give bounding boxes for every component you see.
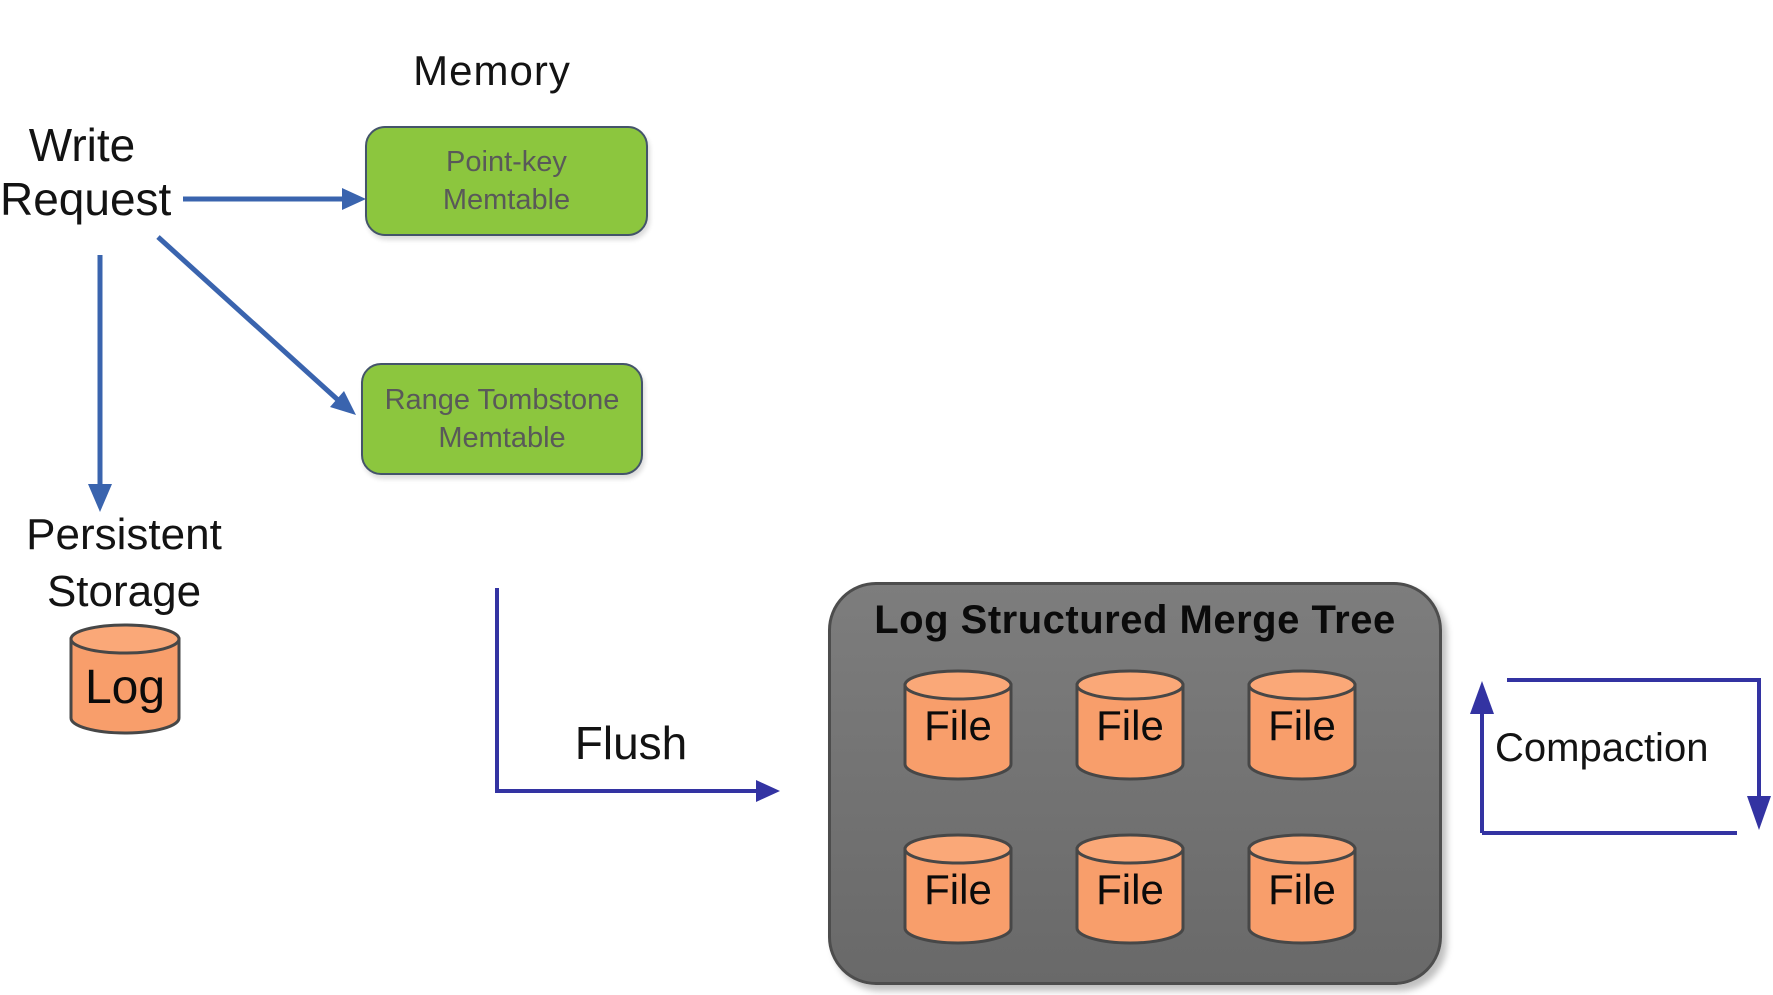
file-cylinder-icon: [903, 833, 1013, 945]
memory-region-label: Memory: [413, 47, 571, 94]
file-cylinder-icon: [1075, 669, 1185, 781]
file-cylinder: File: [902, 832, 1014, 946]
lsm-tree-title: Log Structured Merge Tree: [874, 598, 1396, 642]
file-label: File: [1268, 702, 1336, 749]
file-cylinder-icon: [1247, 669, 1357, 781]
write-request-line2: Request: [0, 173, 172, 225]
file-cylinder: File: [1074, 668, 1186, 782]
file-cylinder: File: [1074, 832, 1186, 946]
range-tombstone-line1: Range Tombstone: [384, 384, 620, 416]
log-label: Log: [84, 661, 166, 714]
pointkey-memtable-box: Point-key Memtable: [365, 126, 648, 236]
compaction-label: Compaction: [1495, 726, 1709, 770]
write-to-range-arrow-line: [156, 235, 340, 402]
file-cylinder-icon: [1075, 833, 1185, 945]
log-cylinder: Log: [68, 622, 182, 736]
persistent-storage-line1: Persistent: [26, 510, 222, 559]
pointkey-memtable-line1: Point-key: [446, 146, 567, 178]
range-tombstone-line2: Memtable: [438, 422, 566, 454]
compaction-up-arrowhead-icon: [1470, 681, 1494, 714]
range-tombstone-memtable-box: Range Tombstone Memtable: [361, 363, 643, 475]
file-cylinder-icon: [1247, 833, 1357, 945]
write-to-pointkey-arrowhead-icon: [342, 188, 366, 210]
file-cylinder: File: [1246, 668, 1358, 782]
file-label: File: [1096, 702, 1164, 749]
file-label: File: [1268, 866, 1336, 913]
file-label: File: [924, 866, 992, 913]
log-cylinder-icon: [69, 623, 181, 735]
file-label: File: [1096, 866, 1164, 913]
compaction-down-arrowhead-icon: [1747, 796, 1771, 830]
file-cylinder: File: [902, 668, 1014, 782]
pointkey-memtable-line2: Memtable: [442, 184, 571, 216]
flush-arrowhead-icon: [756, 780, 780, 802]
file-label: File: [924, 702, 992, 749]
flush-label: Flush: [574, 717, 688, 769]
write-to-range-arrowhead-icon: [330, 391, 356, 415]
file-cylinder-icon: [903, 669, 1013, 781]
file-cylinder: File: [1246, 832, 1358, 946]
write-request-line1: Write: [28, 119, 136, 171]
persistent-storage-line2: Storage: [46, 567, 202, 616]
